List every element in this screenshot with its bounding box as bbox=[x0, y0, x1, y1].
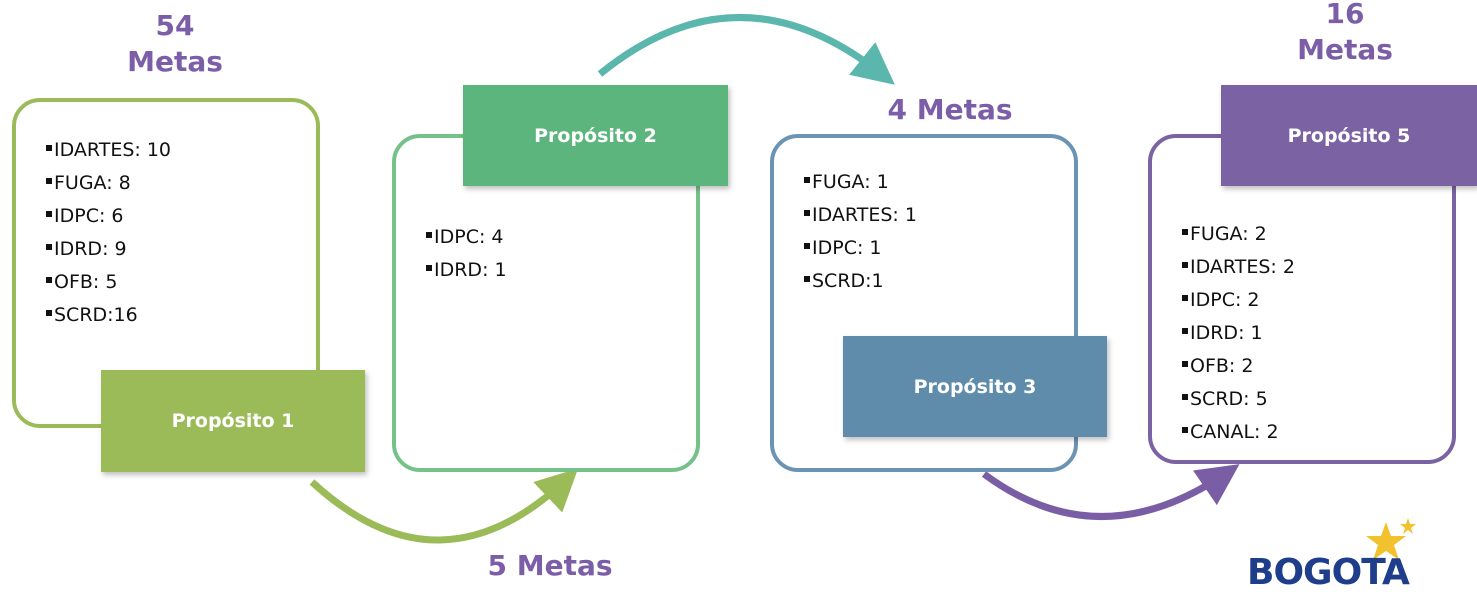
list-item: IDARTES: 2 bbox=[1182, 251, 1295, 284]
list-item: OFB: 5 bbox=[46, 266, 171, 299]
list-item: IDPC: 1 bbox=[804, 232, 917, 265]
p5-list: FUGA: 2 IDARTES: 2 IDPC: 2 IDRD: 1 OFB: … bbox=[1182, 218, 1295, 449]
list-item: IDPC: 2 bbox=[1182, 284, 1295, 317]
p3-list: FUGA: 1 IDARTES: 1 IDPC: 1 SCRD:1 bbox=[804, 166, 917, 298]
p1-label-box: Propósito 1 bbox=[101, 370, 365, 472]
p3-label: Propósito 3 bbox=[913, 375, 1037, 398]
p1-label: Propósito 1 bbox=[171, 410, 295, 432]
list-item: SCRD: 5 bbox=[1182, 383, 1295, 416]
p3-meta-count: 4 Metas bbox=[887, 93, 1013, 126]
p1-meta-count: 54 Metas bbox=[127, 9, 223, 78]
list-item: SCRD:16 bbox=[46, 299, 171, 332]
list-item: IDARTES: 1 bbox=[804, 199, 917, 232]
p2-list: IDPC: 4 IDRD: 1 bbox=[426, 221, 507, 287]
p5-label-box: Propósito 5 bbox=[1221, 85, 1477, 186]
star-icon bbox=[1366, 518, 1416, 560]
list-item: SCRD:1 bbox=[804, 265, 917, 298]
p3-label-box: Propósito 3 bbox=[843, 336, 1107, 437]
bogota-logo: BOGOTA bbox=[1247, 552, 1410, 593]
p5-label: Propósito 5 bbox=[1287, 124, 1411, 147]
arrow-p2-to-p3 bbox=[597, 14, 895, 85]
p1-list: IDARTES: 10 FUGA: 8 IDPC: 6 IDRD: 9 OFB:… bbox=[46, 134, 171, 332]
list-item: IDRD: 9 bbox=[46, 233, 171, 266]
list-item: IDPC: 4 bbox=[426, 221, 507, 254]
arrow-p1-to-p2 bbox=[309, 468, 579, 544]
list-item: FUGA: 2 bbox=[1182, 218, 1295, 251]
p2-meta-count: 5 Metas bbox=[487, 549, 613, 582]
list-item: IDPC: 6 bbox=[46, 200, 171, 233]
p5-meta-count: 16 Metas bbox=[1297, 0, 1393, 66]
list-item: IDRD: 1 bbox=[426, 254, 507, 287]
arrow-p3-to-p5 bbox=[981, 464, 1240, 520]
p2-label: Propósito 2 bbox=[534, 124, 657, 147]
list-item: IDARTES: 10 bbox=[46, 134, 171, 167]
list-item: FUGA: 8 bbox=[46, 167, 171, 200]
list-item: CANAL: 2 bbox=[1182, 416, 1295, 449]
list-item: FUGA: 1 bbox=[804, 166, 917, 199]
p2-label-box: Propósito 2 bbox=[463, 85, 728, 186]
list-item: OFB: 2 bbox=[1182, 350, 1295, 383]
p3-frame bbox=[770, 134, 1078, 472]
list-item: IDRD: 1 bbox=[1182, 317, 1295, 350]
